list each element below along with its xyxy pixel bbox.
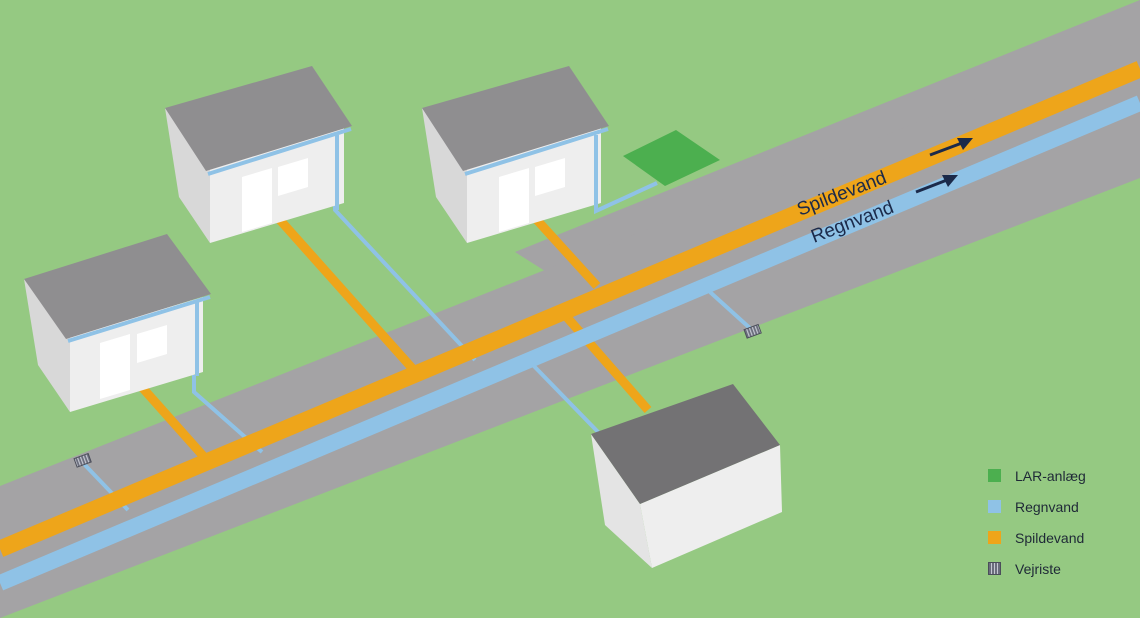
- legend-item-lar: LAR-anlæg: [988, 460, 1112, 491]
- vejriste-grates: [73, 323, 762, 468]
- legend-item-spildevand: Spildevand: [988, 522, 1112, 553]
- house-2-window: [278, 158, 308, 196]
- flow-arrows: [915, 138, 973, 194]
- road-upper: [515, 0, 1140, 278]
- legend-item-vejriste: Vejriste: [988, 553, 1112, 584]
- regnvand-arrow-icon: [915, 175, 958, 194]
- regnvand-swatch-icon: [988, 500, 1001, 513]
- house-4-back: [640, 445, 782, 568]
- spildevand-arrow-icon: [929, 138, 973, 157]
- house-2-roof: [165, 66, 352, 171]
- house-2: [165, 66, 352, 243]
- legend-label-vejriste: Vejriste: [1015, 560, 1061, 577]
- house-1-roof: [24, 234, 211, 339]
- spildevand-swatch-icon: [988, 531, 1001, 544]
- legend-label-lar: LAR-anlæg: [1015, 467, 1086, 484]
- lar-area: [623, 130, 720, 186]
- house-3-door: [499, 168, 529, 232]
- legend-label-spildevand: Spildevand: [1015, 529, 1085, 546]
- house-1-gutter: [67, 295, 211, 343]
- legend-item-regnvand: Regnvand: [988, 491, 1112, 522]
- legend-label-regnvand: Regnvand: [1015, 498, 1079, 515]
- house-1-window: [137, 325, 167, 363]
- house-3: [422, 66, 609, 243]
- vejrist-2: [743, 323, 762, 339]
- house-1: [24, 234, 211, 412]
- house-4: [591, 384, 782, 568]
- house-2-gable: [165, 108, 210, 243]
- house-3-gutter: [464, 127, 609, 176]
- house-1-gable: [24, 279, 70, 412]
- house-3-window: [535, 158, 565, 196]
- house-3-gable: [422, 108, 467, 243]
- lar-swatch-icon: [988, 469, 1001, 482]
- house-2-gutter: [207, 127, 352, 176]
- house-4-roof: [591, 384, 780, 504]
- vejrist-1: [73, 452, 92, 468]
- house-4-gable: [591, 434, 652, 568]
- grate-icon: [988, 562, 1001, 575]
- house-3-roof: [422, 66, 609, 171]
- house-2-door: [242, 168, 272, 232]
- house-1-door: [100, 334, 130, 399]
- legend: LAR-anlæg Regnvand Spildevand Vejriste: [988, 460, 1112, 584]
